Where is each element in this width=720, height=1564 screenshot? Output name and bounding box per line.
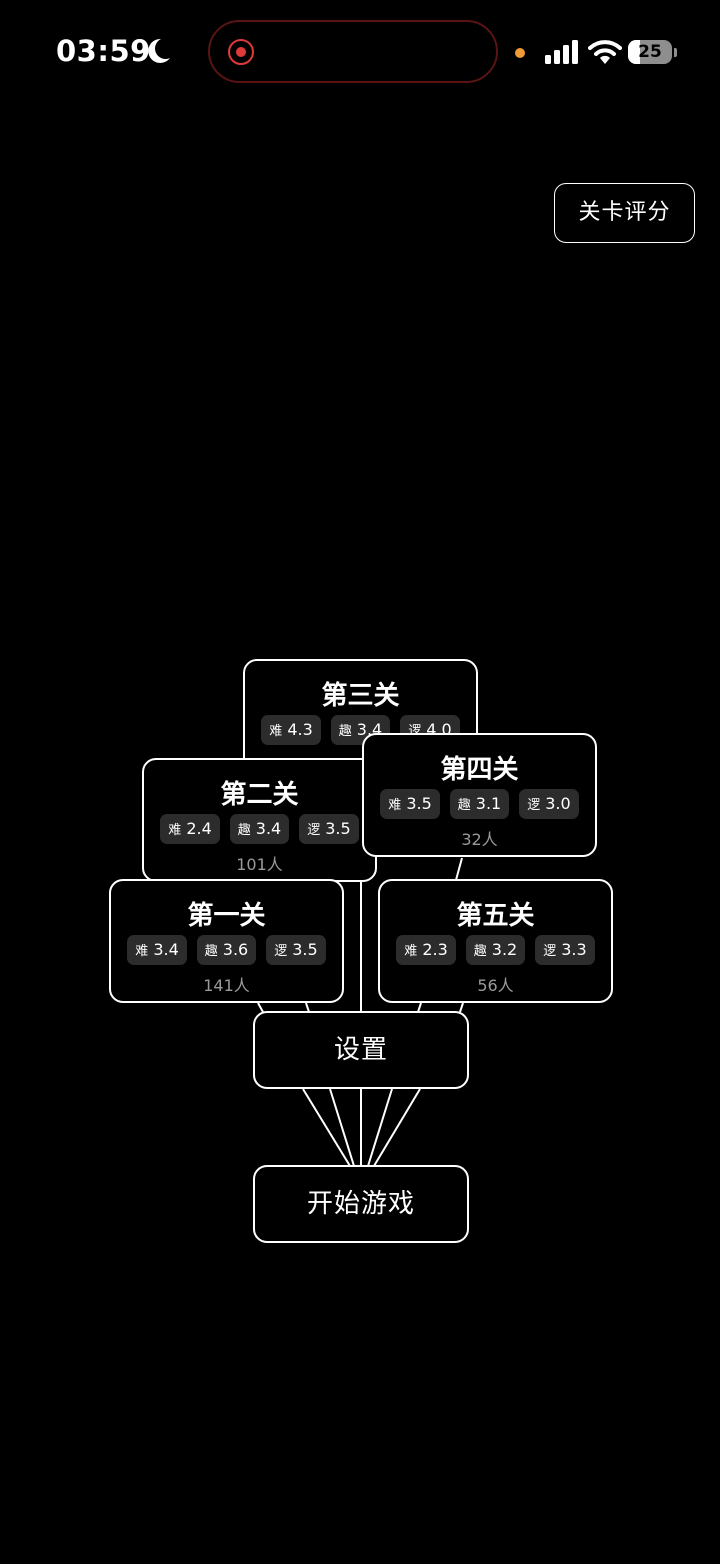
level-title: 第五关 (456, 901, 535, 931)
screen-record-icon (228, 39, 254, 65)
settings-button[interactable]: 设置 (253, 1011, 469, 1089)
mic-indicator-dot (515, 48, 525, 58)
level-rating-button[interactable]: 关卡评分 (554, 183, 695, 243)
player-count: 141人 (203, 976, 250, 995)
level-title: 第一关 (187, 901, 266, 931)
player-count: 101人 (236, 855, 283, 874)
moon-icon (148, 38, 170, 63)
battery-icon: 25 (628, 40, 678, 66)
start-game-button[interactable]: 开始游戏 (253, 1165, 469, 1243)
wifi-icon (588, 40, 622, 64)
status-time: 03:59 (56, 34, 151, 68)
cellular-signal-icon (545, 40, 578, 64)
level-title: 第四关 (440, 755, 519, 785)
level-title: 第二关 (220, 780, 299, 810)
player-count: 32人 (461, 830, 498, 849)
player-count: 56人 (477, 976, 514, 995)
battery-level: 25 (638, 42, 662, 62)
dynamic-island[interactable] (208, 20, 498, 83)
level-title: 第三关 (321, 681, 400, 711)
